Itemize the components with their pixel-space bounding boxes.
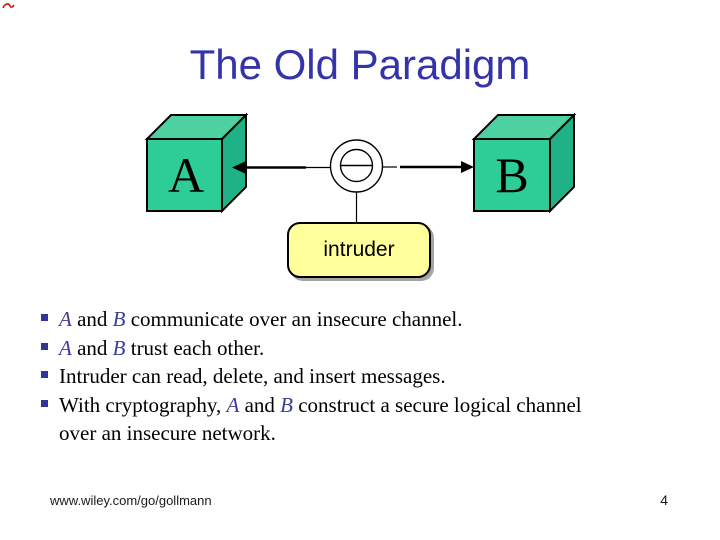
bullet-text: Intruder can read, delete, and insert me… [59, 364, 446, 388]
slide-title: The Old Paradigm [189, 41, 531, 88]
emphasis-text: A [59, 307, 72, 331]
bullet-text: construct a secure logical channel [292, 392, 582, 417]
emphasis-text: B [112, 307, 126, 331]
node-a-label: A [168, 147, 204, 203]
emphasis-text: B [112, 335, 126, 360]
node-b-cube [471, 112, 577, 214]
cube-a-front-face [146, 138, 223, 212]
arrow-to-b [383, 161, 474, 173]
footer-url: www.wiley.com/go/gollmann [50, 493, 212, 508]
bullet-list: A and B communicate over an insecure cha… [40, 305, 680, 448]
arrowhead-a [232, 161, 245, 174]
emphasis-text: A [226, 392, 240, 417]
bullet-text: trust each other. [125, 335, 265, 360]
emphasis-text: B [280, 392, 293, 417]
intruder-label: intruder [323, 238, 395, 261]
intruder-tap-icon [329, 139, 384, 193]
corner-mark [2, 3, 15, 9]
intruder-box: intruder [287, 222, 431, 278]
bullet-item: A and B communicate over an insecure cha… [40, 305, 680, 334]
bullet-text: over an insecure network. [59, 421, 276, 445]
emphasis-text: A [59, 335, 72, 360]
arrow-to-a [232, 161, 331, 174]
arrowhead-b [461, 161, 474, 173]
bullet-text: and [71, 307, 113, 331]
bullet-item: With cryptography, A and B construct a s… [40, 391, 680, 448]
bullet-text: and [239, 392, 281, 417]
bullet-item: Intruder can read, delete, and insert me… [40, 362, 680, 391]
bullet-item: A and B trust each other. [40, 334, 680, 363]
node-a-cube [144, 112, 249, 214]
cube-b-front-face [473, 138, 551, 212]
bullet-text: and [71, 335, 113, 360]
bullet-text: communicate over an insecure channel. [125, 307, 463, 331]
page-number: 4 [660, 492, 668, 508]
node-b-label: B [495, 147, 528, 203]
bullet-text: With cryptography, [59, 392, 227, 417]
